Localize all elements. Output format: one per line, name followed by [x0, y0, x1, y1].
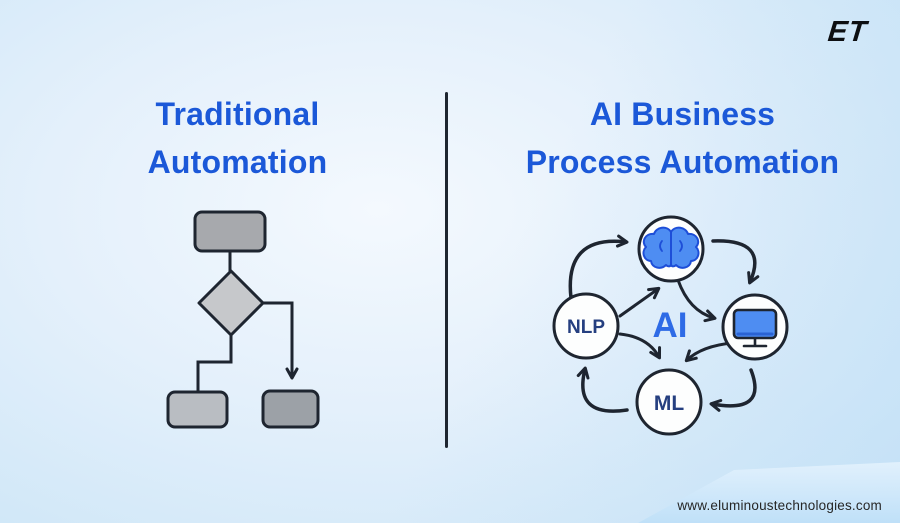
decision-diamond — [197, 269, 265, 337]
right-title-line2: Process Automation — [525, 144, 840, 180]
nlp-label: NLP — [567, 317, 605, 338]
right-title: AI Business Process Automation — [470, 90, 895, 186]
arrow-nlp-to-ml-inner — [618, 332, 662, 360]
banner-shape — [638, 462, 900, 523]
arrow-monitor-to-ml — [709, 368, 757, 412]
left-title-line2: Automation — [147, 144, 328, 180]
process-box-top — [193, 210, 267, 253]
ml-label: ML — [654, 392, 684, 415]
brain-icon — [642, 226, 700, 269]
website-url: www.eluminoustechnologies.com — [677, 498, 882, 513]
connector-right-branch — [263, 301, 299, 380]
process-box-bottom-left — [166, 390, 229, 429]
arrow-nlp-to-brain — [568, 234, 629, 300]
company-logo: ET — [826, 16, 869, 48]
right-title-line1: AI Business — [589, 96, 776, 132]
traditional-flowchart — [166, 210, 320, 429]
ai-center-label: AI — [653, 306, 688, 345]
arrow-nlp-to-center — [618, 286, 661, 318]
computer-monitor-icon — [732, 308, 778, 348]
ml-node-circle — [635, 368, 703, 436]
nlp-node-circle — [552, 292, 620, 360]
connector-left-branch — [196, 335, 233, 392]
process-box-bottom-right — [261, 389, 320, 429]
arrow-center-to-monitor — [676, 278, 717, 323]
arrow-brain-to-monitor — [711, 239, 760, 285]
left-title-line1: Traditional — [155, 96, 320, 132]
arrow-monitor-to-ml-inner — [684, 341, 734, 363]
ai-cycle-diagram: NLP ML AI — [552, 215, 789, 436]
left-title: Traditional Automation — [100, 90, 375, 186]
vertical-divider — [445, 92, 448, 448]
arrow-ml-to-nlp — [576, 366, 629, 413]
